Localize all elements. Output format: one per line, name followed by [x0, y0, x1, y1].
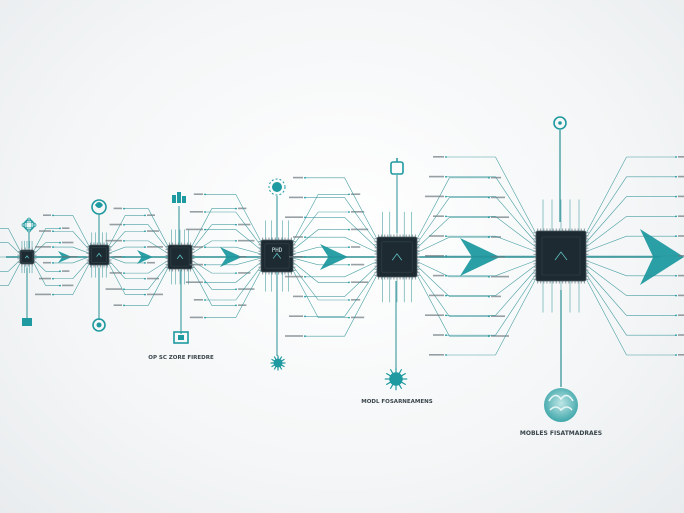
- stage-1-pins: [17, 247, 37, 267]
- cluster-icon: [173, 331, 189, 344]
- stage-6-pins: [533, 228, 589, 284]
- stage-5-chip: [376, 236, 418, 278]
- sun-icon: [268, 178, 286, 196]
- stage-6-wires: [425, 156, 684, 356]
- module-icon: [22, 318, 32, 326]
- stage-5: [285, 176, 509, 338]
- stage-3-caption: OP SC ZORE FIREDRE: [148, 355, 214, 361]
- brain-icon: [544, 388, 578, 422]
- stage-5-pins: [374, 234, 420, 280]
- stage-6-caption: MOBLES FISATMADRAES: [520, 430, 602, 437]
- cluster-icon: [172, 192, 186, 203]
- stage-4-chip-label: PHD: [272, 248, 283, 254]
- gear-icon: [390, 158, 404, 175]
- atom-icon: [21, 217, 37, 233]
- stage-1-chip: [19, 249, 35, 265]
- stage-5-wires: [285, 176, 509, 338]
- brain-icon: [91, 199, 107, 215]
- flow-arrow-6: [640, 229, 684, 285]
- stage-3: [105, 207, 255, 307]
- virus-icon: [384, 367, 408, 391]
- stage-6-chip: [535, 230, 587, 282]
- virus-icon: [92, 318, 106, 332]
- stage-2-chip: [88, 244, 110, 266]
- atom-icon: [553, 116, 567, 130]
- stage-1-wires: [0, 227, 78, 287]
- stage-4-chip: [260, 239, 294, 273]
- stage-4-wires: [185, 193, 369, 319]
- stage-4-pins: [258, 237, 296, 275]
- stage-6: [425, 156, 684, 356]
- stage-4: PHD: [185, 193, 369, 319]
- stage-2-pins: [86, 242, 112, 268]
- stage-1: [0, 227, 78, 287]
- stage-5-caption: MODL FOSARNEAMENS: [361, 399, 432, 405]
- stage-3-chip: [167, 244, 193, 270]
- virus-icon: [270, 355, 286, 371]
